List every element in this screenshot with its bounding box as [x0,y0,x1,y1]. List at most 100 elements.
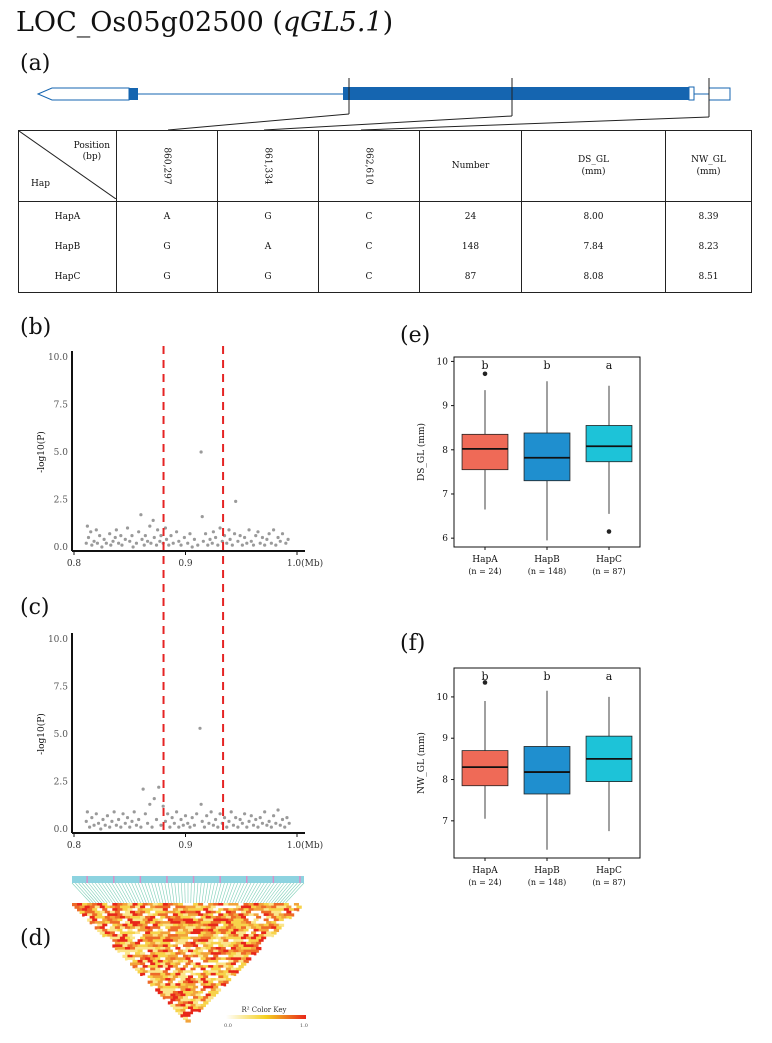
ld-cell [215,983,222,987]
snp-point [276,808,280,812]
ld-cell [180,988,186,992]
significance-letter: b [543,670,550,683]
ld-cell [286,910,292,914]
ld-cell [145,910,151,914]
ld-cell [172,990,179,995]
ld-cell [193,990,199,995]
ld-cell [172,959,179,964]
ld-cell [112,928,118,933]
ld-cell [132,939,138,943]
ld-cell [220,941,227,945]
ld-cell [162,923,169,927]
ld-connector-line [260,882,275,904]
y-tick-label: 10 [437,357,449,367]
snp-point [218,812,222,816]
ld-cell [225,910,232,914]
ld-connector-line [81,882,100,904]
ld-cell [291,905,297,909]
ld-cell [271,921,277,925]
ld-cell [130,952,136,956]
ld-cell [205,941,211,945]
ld-connector-line [181,882,183,904]
ld-cell [172,954,179,958]
ld-cell [177,965,184,969]
ld-cell [167,1001,174,1005]
ld-cell [155,957,161,961]
ld-cell [177,975,184,979]
ld-cell [157,944,164,948]
ld-cell [180,926,186,930]
ld-cell [152,980,159,984]
snp-point [188,825,192,829]
snp-point [231,823,236,827]
ld-cell [273,918,280,922]
ld-cell [203,954,209,958]
ld-cell [215,926,222,930]
ld-connector-line [248,882,262,904]
ld-cell [225,972,232,977]
ld-cell [152,903,159,907]
ld-cell [170,952,176,956]
ld-cell [119,936,126,940]
snp-point [200,515,204,519]
ld-cell [230,931,237,935]
ld-cell [172,918,179,922]
snp-point [84,819,88,824]
ld-cell [220,967,227,971]
ld-cell [188,990,194,995]
ld-cell [188,903,194,907]
ld-cell [150,952,156,956]
ld-connector-line [243,882,255,904]
ld-cell [253,903,259,907]
ld-cell [228,959,234,964]
ld-cell [233,944,239,948]
ld-cell [205,931,211,935]
panel-label-a: (a) [20,51,51,76]
snp-point [130,819,134,824]
number-cell: 87 [419,262,522,293]
ld-cell [233,913,239,917]
ld-cell [213,908,219,912]
ld-cell [109,905,116,909]
ld-connector-line [237,882,248,904]
ld-cell [193,944,199,948]
snp-point [137,817,141,822]
ld-cell [218,908,224,912]
ld-cell [223,970,229,974]
ld-cell [213,975,219,979]
ld-cell [200,983,206,987]
ld-cell [223,954,229,958]
ld-cell [243,923,249,927]
ld-cell [218,934,224,938]
ld-cell [198,990,204,995]
ld-cell [220,936,227,940]
ld-cell [283,913,290,917]
ld-cell [150,957,156,961]
ld-cell [140,921,146,925]
ld-cell [253,939,259,943]
snp-point [123,537,127,542]
ld-cell [258,923,264,927]
ld-cell [170,993,176,997]
ld-cell [198,996,204,1000]
nw-gl-cell: 8.39 [665,201,752,232]
ld-cell [152,949,159,953]
ld-cell [104,921,111,925]
ld-cell [160,910,166,914]
ld-cell [213,939,219,943]
ld-cell [107,923,113,927]
ld-cell [218,975,224,979]
ld-cell [223,939,229,943]
snp-point [211,823,215,827]
ld-cell [94,926,101,930]
snp-point [267,532,271,536]
ld-cell [160,967,166,971]
snp-point [232,532,237,536]
ld-cell [195,921,201,925]
ld-cell [180,978,186,982]
ld-cell [170,926,176,930]
ld-cell [152,985,159,989]
ld-cell [188,954,194,958]
ld-cell [190,988,196,992]
ld-cell [190,998,196,1002]
